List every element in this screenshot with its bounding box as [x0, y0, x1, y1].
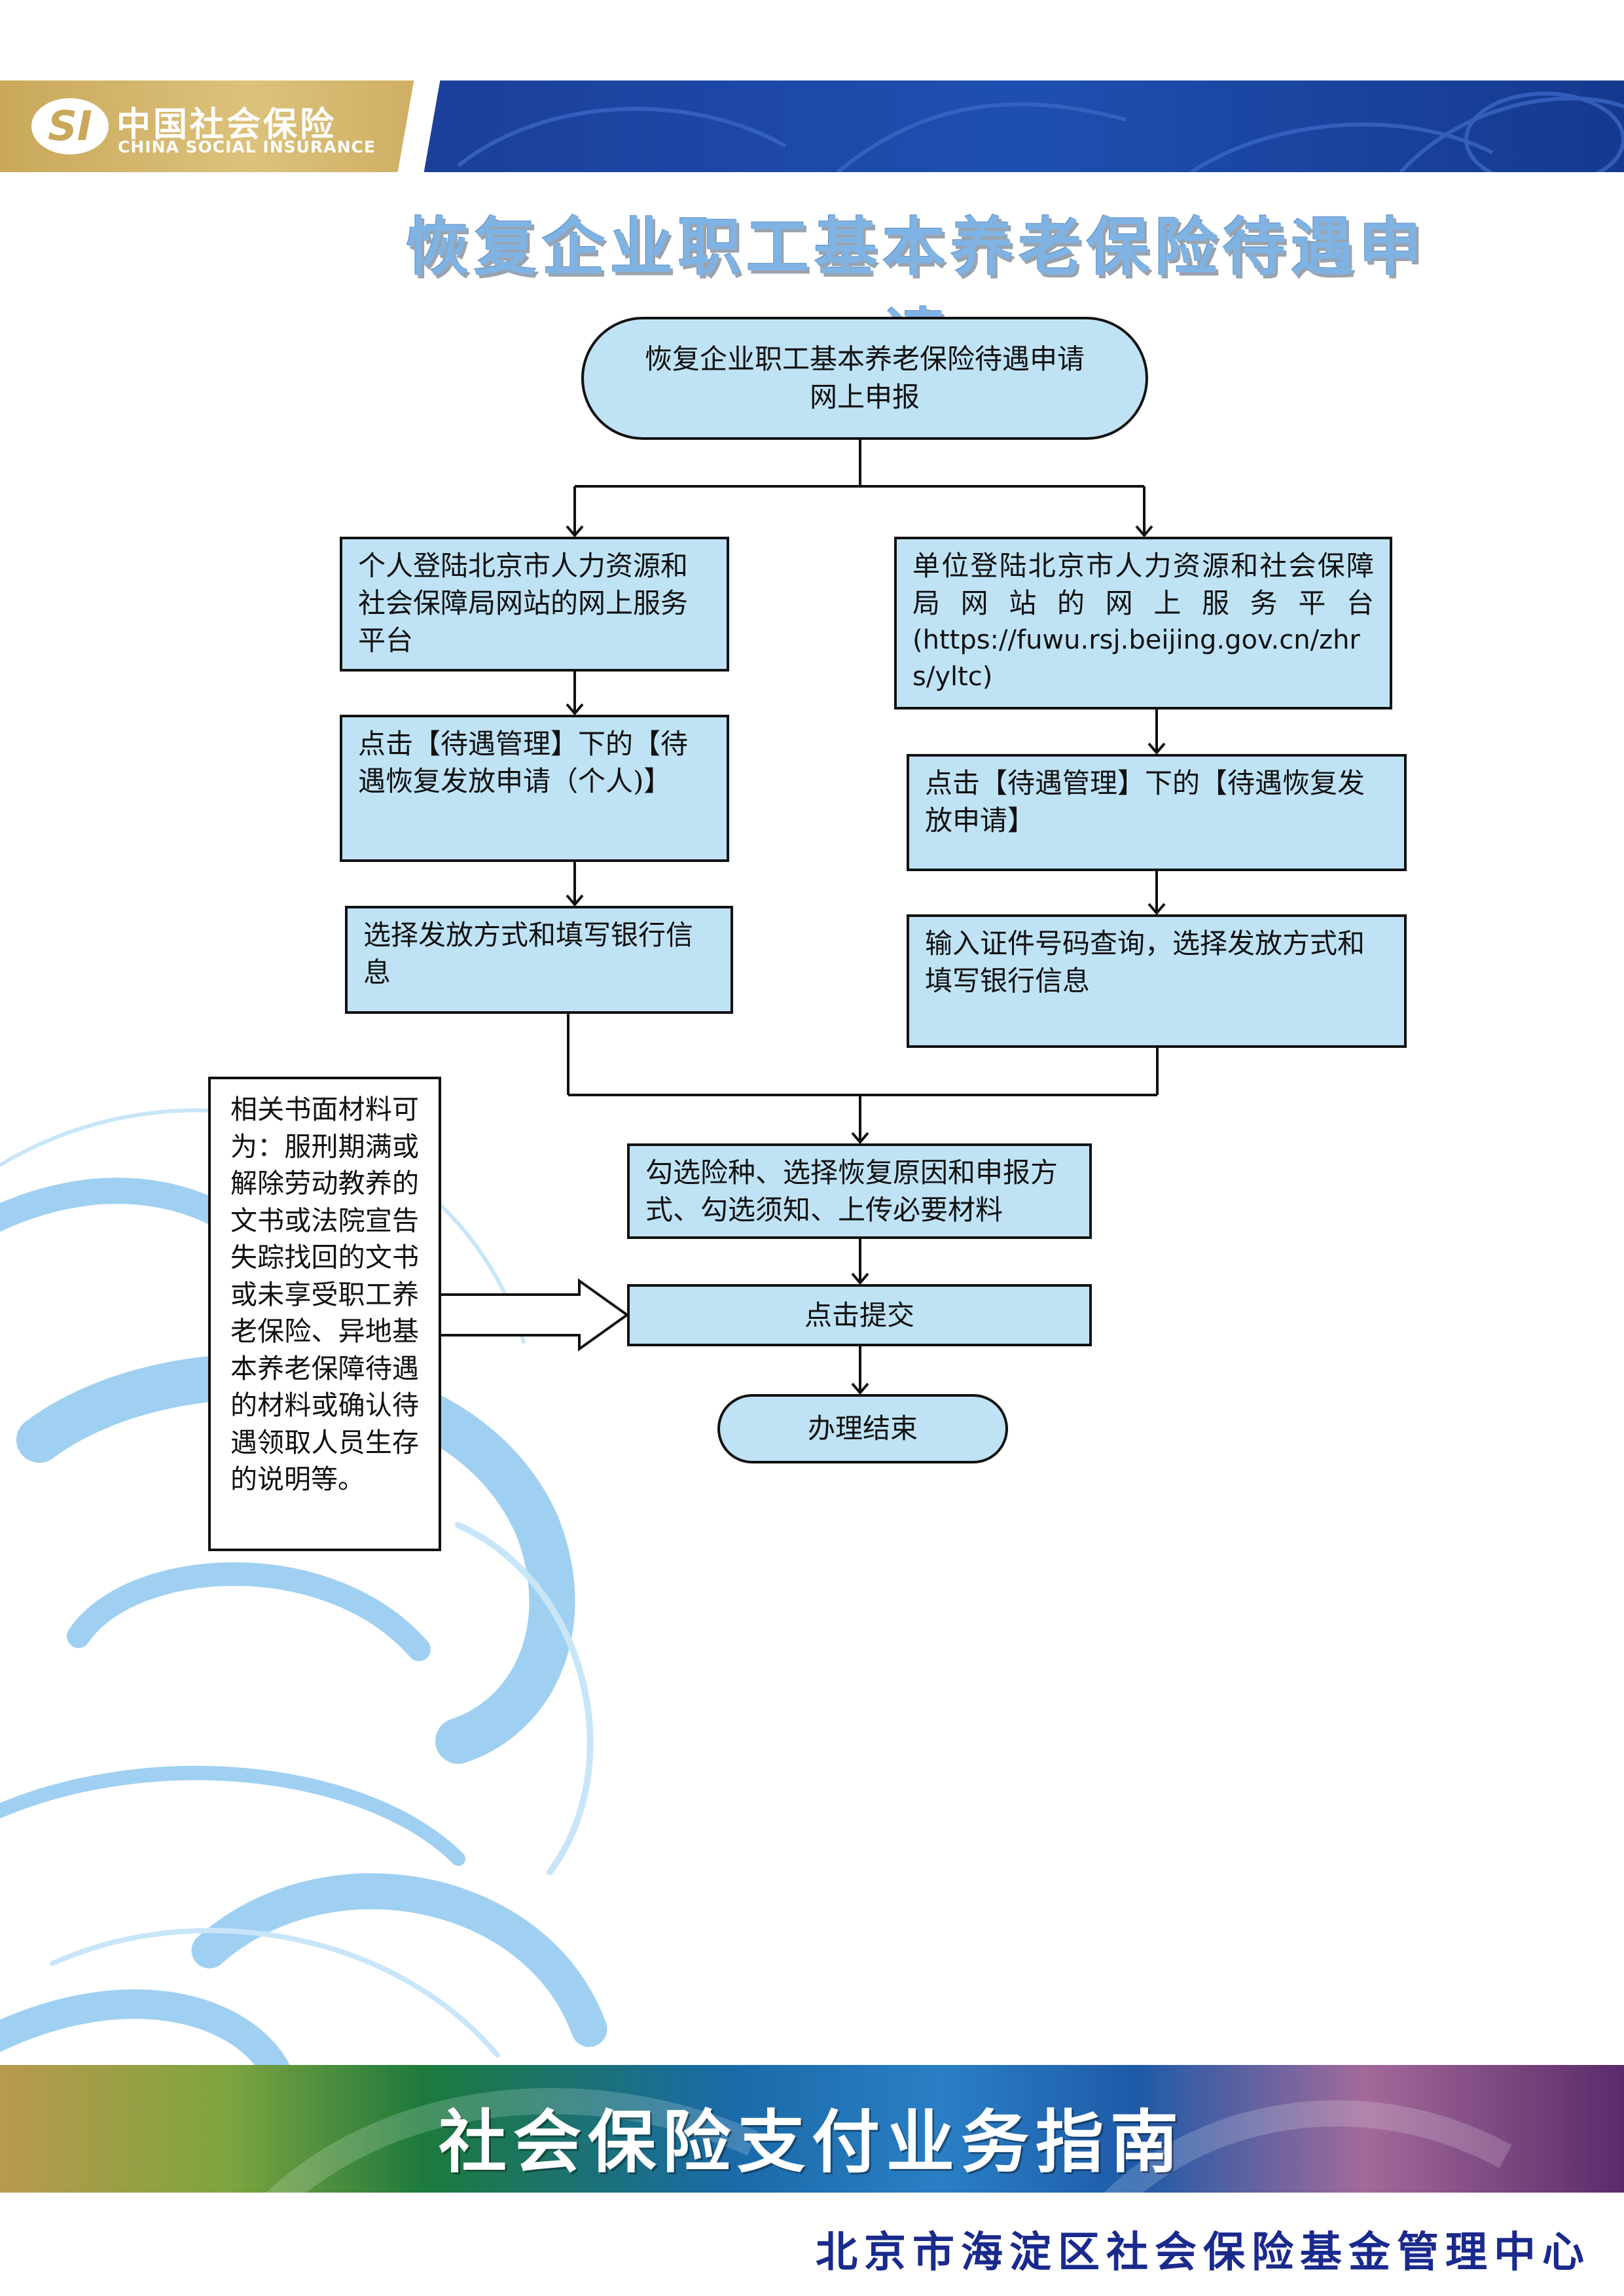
- footer-swirl-pattern: [266, 2088, 1512, 2212]
- unit-login-box: 单位登陆北京市人力资源和社会保障局网站的网上服务平台 (https://fuwu…: [894, 537, 1392, 709]
- arrowhead-unit-login: [1135, 525, 1153, 538]
- footer-title: 社会保险支付业务指南: [438, 2102, 1185, 2182]
- start-line-2: 网上申报: [809, 381, 920, 413]
- si-logo-icon: SI: [31, 98, 109, 154]
- arrowhead-personal-login: [566, 525, 584, 538]
- materials-note: 相关书面材料可为：服刑期满或解除劳动教养的文书或法院宣告失踪找回的文书或未享受职…: [208, 1077, 441, 1551]
- personal-bank-box: 选择发放方式和填写银行信息: [345, 906, 733, 1014]
- logo-text-en: CHINA SOCIAL INSURANCE: [118, 137, 376, 156]
- footer-band: [0, 2065, 1624, 2212]
- unit-login-text: 单位登陆北京市人力资源和社会保障局网站的网上服务平台: [912, 550, 1374, 619]
- footer-organization: 北京市海淀区社会保险基金管理中心: [816, 2228, 1591, 2277]
- header-blue-band: [419, 81, 1624, 187]
- start-line-1: 恢复企业职工基本养老保险待遇申请: [644, 343, 1085, 375]
- personal-login-box: 个人登陆北京市人力资源和社会保障局网站的网上服务平台: [340, 537, 729, 672]
- submit-box: 点击提交: [627, 1284, 1092, 1346]
- unit-click-box: 点击【待遇管理】下的【待遇恢复发放申请】: [907, 754, 1407, 871]
- end-terminal: 办理结束: [717, 1394, 1008, 1463]
- select-reason-box: 勾选险种、选择恢复原因和申报方式、勾选须知、上传必要材料: [627, 1143, 1092, 1239]
- unit-login-url: (https://fuwu.rsj.beijing.gov.cn/zhrs/yl…: [912, 625, 1360, 692]
- start-terminal: 恢复企业职工基本养老保险待遇申请 网上申报: [581, 317, 1148, 440]
- unit-bank-box: 输入证件号码查询，选择发放方式和填写银行信息: [907, 914, 1407, 1048]
- personal-click-box: 点击【待遇管理】下的【待遇恢复发放申请（个人)】: [340, 715, 729, 862]
- logo-text-cn: 中国社会保险: [117, 105, 337, 145]
- end-label: 办理结束: [807, 1412, 918, 1444]
- note-block-arrow: [441, 1278, 630, 1352]
